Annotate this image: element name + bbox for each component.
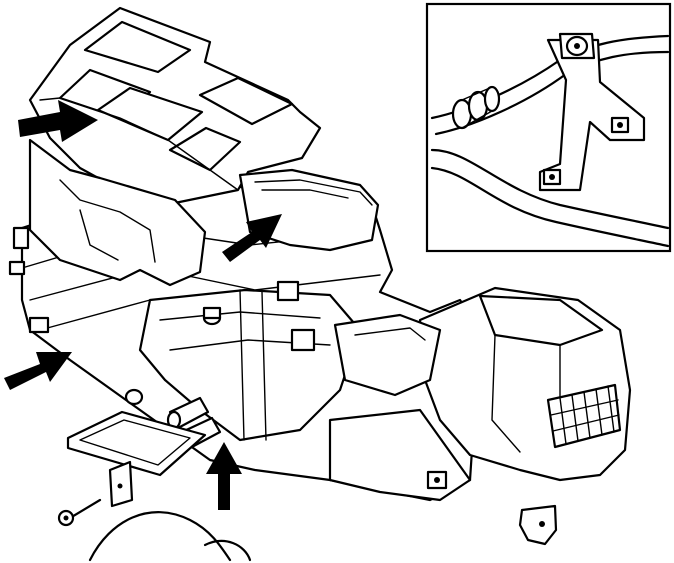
lower-bracket xyxy=(518,504,558,546)
detail-inset xyxy=(425,2,672,253)
inset-bracket xyxy=(538,32,646,192)
hvac-module xyxy=(8,6,632,562)
screw-fastener xyxy=(57,498,102,527)
callout-arrow-left xyxy=(4,352,72,390)
inset-coupling xyxy=(451,85,501,130)
inset-lower-pipe xyxy=(430,148,670,230)
upper-plenum xyxy=(28,138,207,287)
drain-pan xyxy=(66,410,207,508)
callout-arrow-mid xyxy=(222,214,282,262)
callout-arrows xyxy=(4,100,282,510)
callout-arrow-upper-left xyxy=(18,100,98,142)
callout-arrow-bottom xyxy=(206,442,242,510)
middle-connector xyxy=(333,313,442,397)
blower-grille xyxy=(546,383,622,449)
